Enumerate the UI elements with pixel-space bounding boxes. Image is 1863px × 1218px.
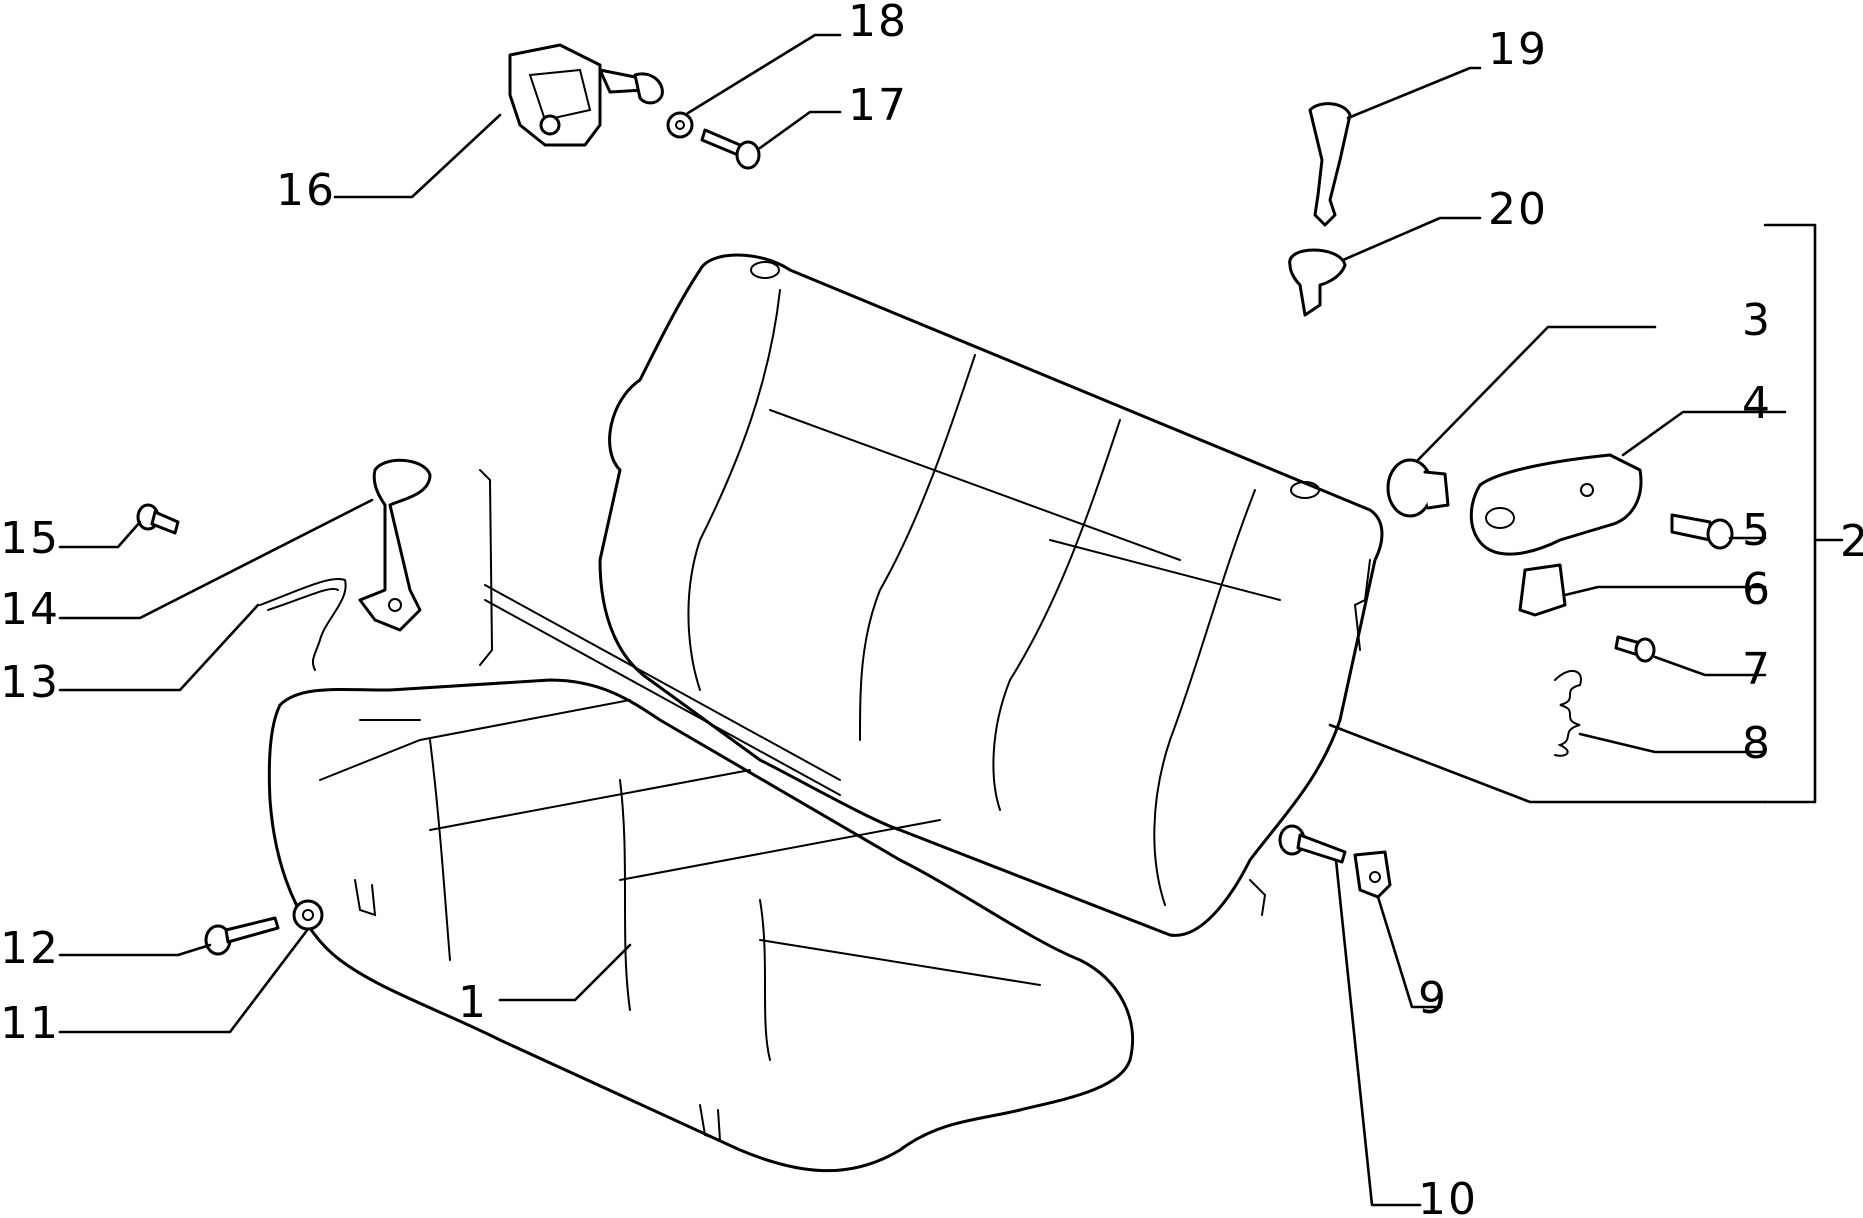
callout-2: 2: [1840, 516, 1863, 567]
leader-16: [333, 113, 502, 199]
wire-link-part-13: [259, 578, 347, 671]
leader-12: [58, 943, 212, 957]
leader-7: [1653, 655, 1767, 677]
washer-part-18: [666, 111, 694, 139]
bushing-part-3: [1386, 458, 1450, 518]
leader-18: [686, 33, 842, 115]
leader-20: [1341, 216, 1482, 262]
latch-assembly-part-16: [508, 43, 664, 147]
callout-6: 6: [1742, 564, 1772, 615]
callout-19: 19: [1488, 24, 1548, 75]
leader-14: [58, 498, 374, 620]
callout-15: 15: [0, 513, 60, 564]
bracket-part-4: [1469, 453, 1643, 556]
callout-17: 17: [848, 80, 908, 131]
callout-5: 5: [1742, 505, 1772, 556]
leader-11: [58, 927, 310, 1034]
callout-8: 8: [1742, 718, 1772, 769]
callout-9: 9: [1418, 973, 1448, 1024]
screw-part-15: [136, 503, 180, 535]
release-lever-part-14: [358, 458, 432, 632]
leader-8: [1578, 732, 1767, 754]
bolt-part-10: [1278, 824, 1347, 864]
leader-10: [1334, 858, 1422, 1207]
callout-18: 18: [848, 0, 908, 47]
callout-4: 4: [1742, 378, 1772, 429]
leader-1: [498, 943, 632, 1002]
callout-1: 1: [458, 977, 488, 1028]
callout-3: 3: [1742, 295, 1772, 346]
leader-13: [58, 603, 260, 692]
pin-part-7: [1614, 635, 1656, 663]
callout-14: 14: [0, 584, 60, 635]
callout-20: 20: [1488, 184, 1548, 235]
leader-4: [1621, 410, 1787, 457]
callout-10: 10: [1418, 1174, 1478, 1218]
bolt-part-5: [1670, 513, 1734, 550]
leader-15: [58, 520, 142, 549]
callout-16: 16: [276, 165, 336, 216]
seat-cushion: [267, 678, 1135, 1173]
washer-part-11: [292, 899, 324, 931]
handle-part-19: [1308, 102, 1352, 227]
seat-rail: [479, 469, 841, 796]
leader-2-bracket: [1763, 223, 1817, 804]
leader-19: [1346, 66, 1482, 120]
knob-part-20: [1288, 248, 1347, 317]
callout-7: 7: [1742, 644, 1772, 695]
leader-17: [758, 110, 842, 150]
leader-lines: [58, 33, 1844, 1207]
leader-2-branch: [1328, 723, 1767, 804]
clip-part-6: [1518, 563, 1567, 617]
screw-part-17: [700, 128, 761, 170]
leader-3: [1416, 325, 1657, 462]
spring-part-8: [1554, 670, 1582, 757]
seat-backrest: [598, 253, 1384, 937]
bolt-part-12: [204, 916, 280, 956]
leader-6: [1563, 585, 1767, 597]
callout-11: 11: [0, 998, 60, 1049]
callout-13: 13: [0, 657, 60, 708]
callout-12: 12: [0, 923, 60, 974]
leader-9: [1376, 895, 1442, 1009]
cap-part-9: [1353, 850, 1392, 899]
